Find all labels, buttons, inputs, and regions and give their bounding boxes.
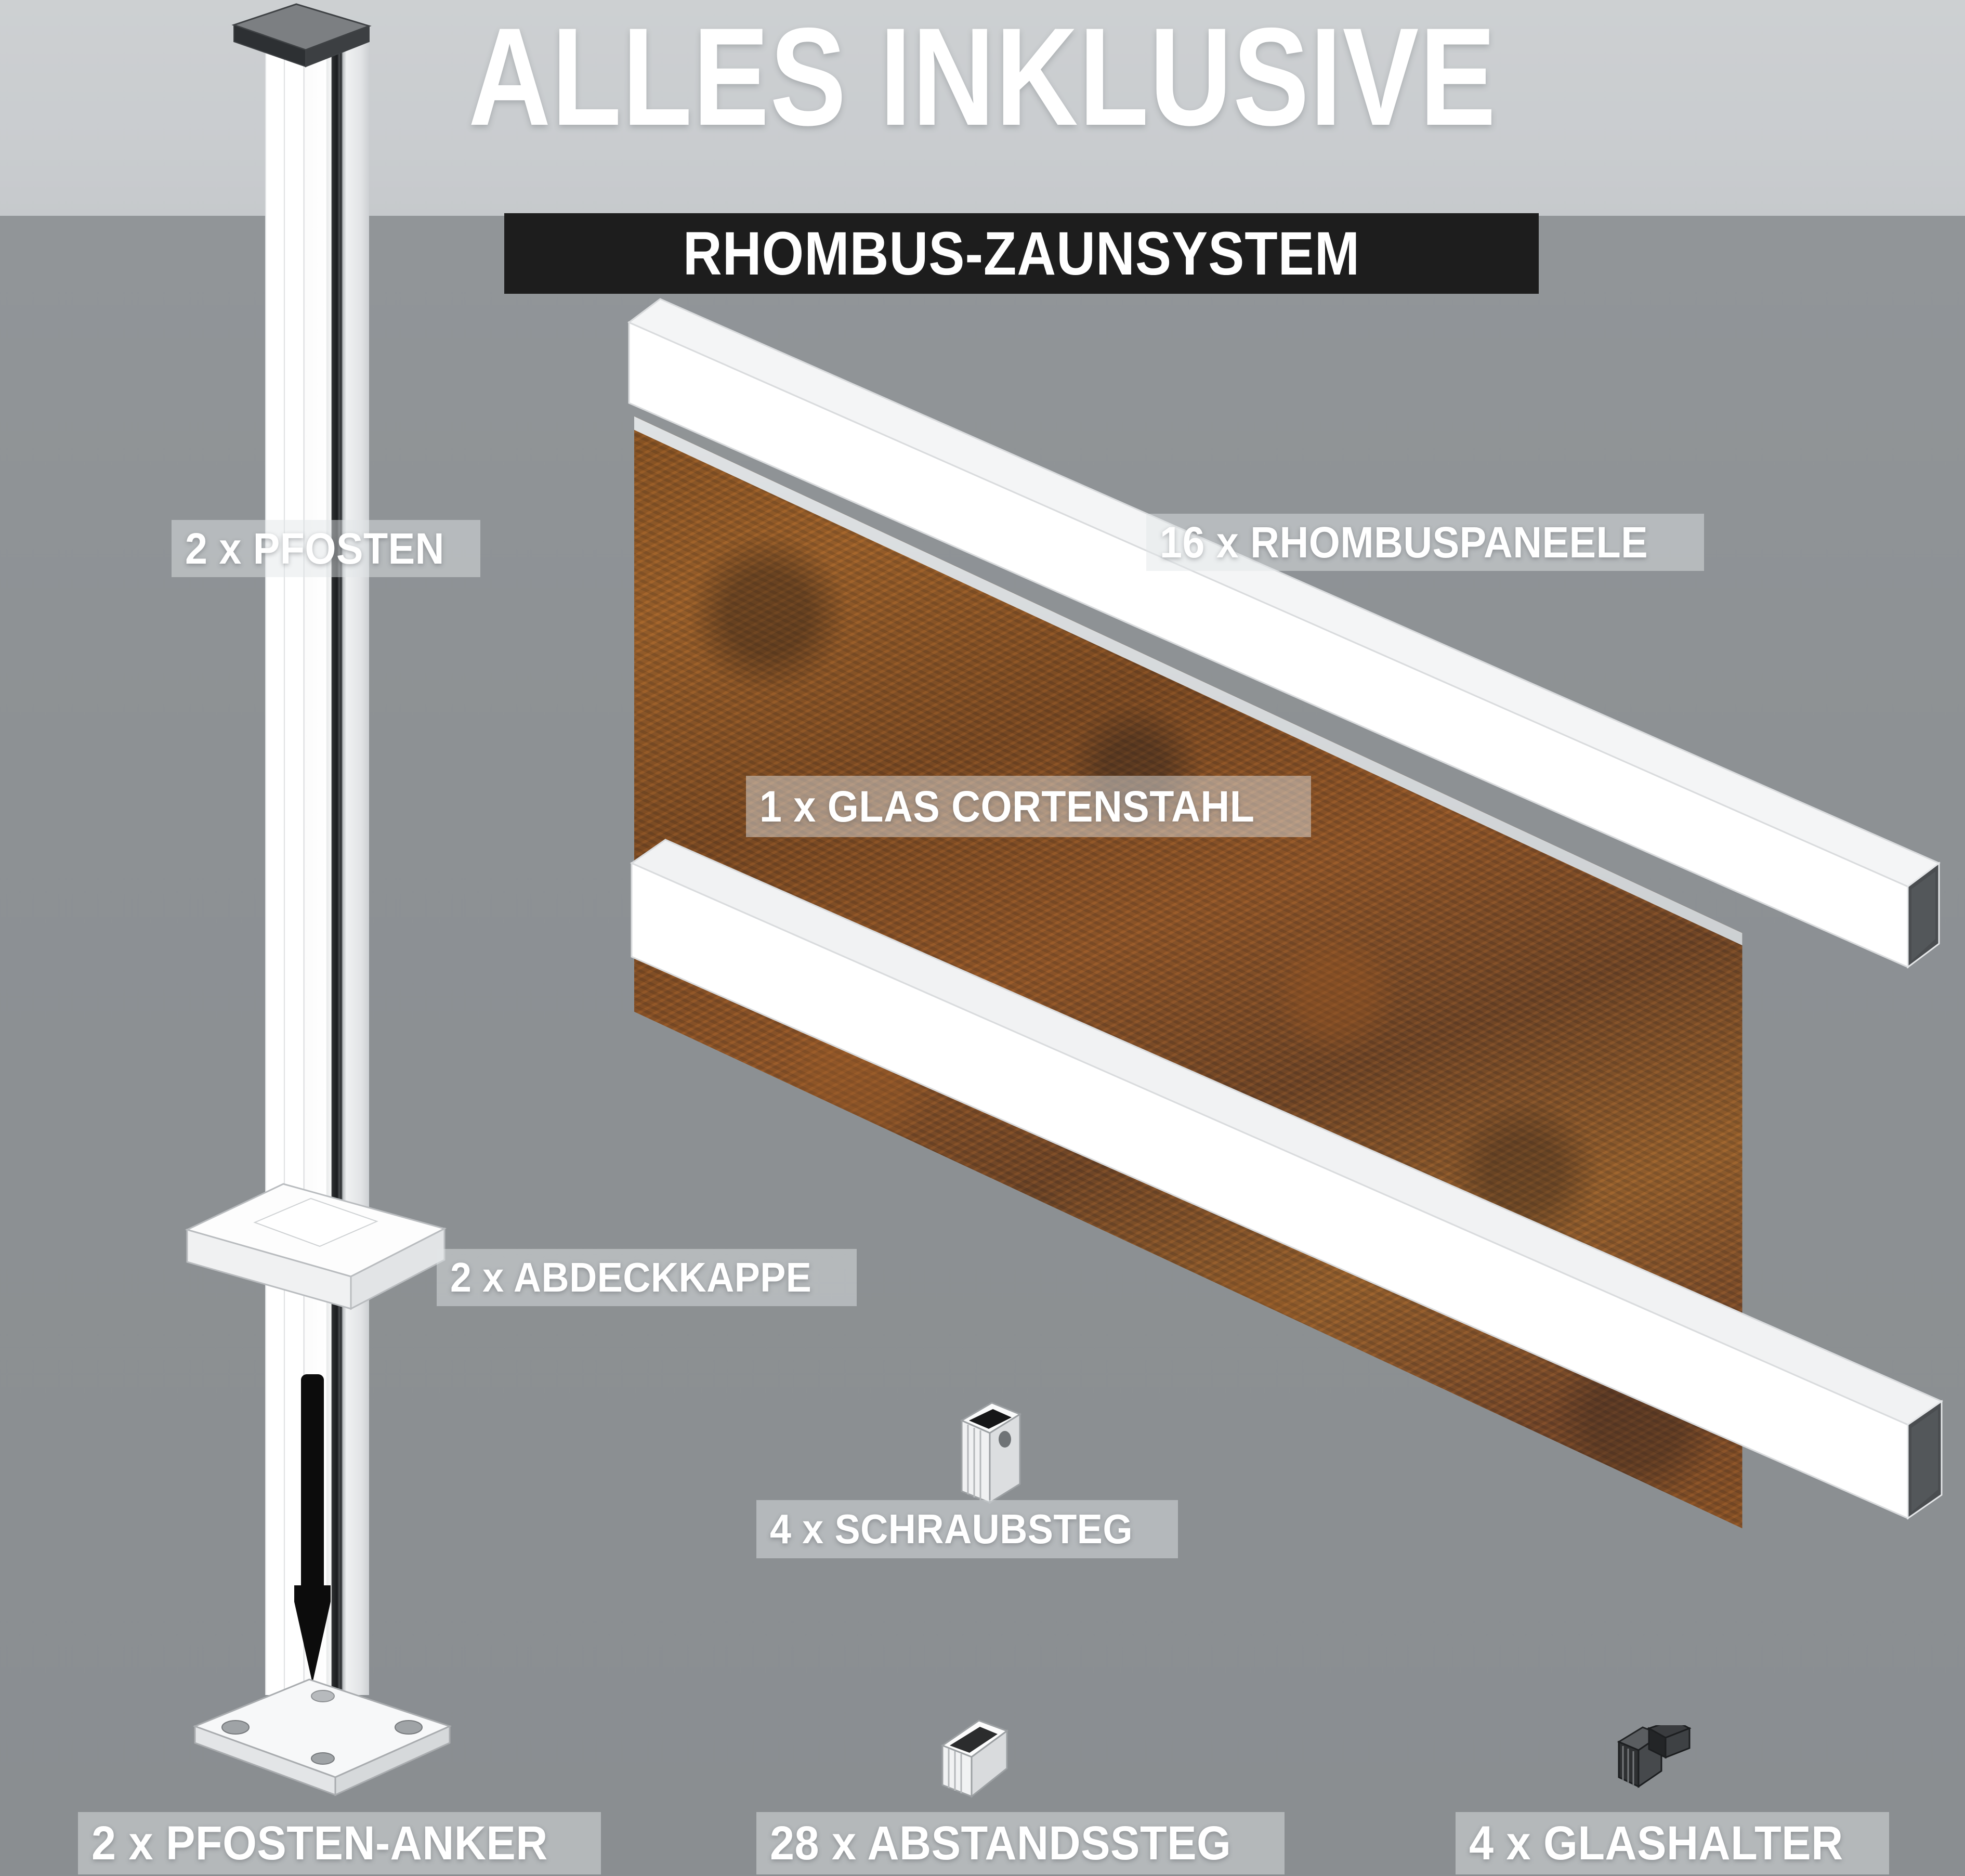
label-glass-text: 1 x GLAS CORTENSTAHL <box>759 781 1255 831</box>
label-post-text: 2 x PFOSTEN <box>185 524 444 573</box>
label-post[interactable]: 2 x PFOSTEN <box>172 520 481 577</box>
anchor-plate-icon <box>192 1678 452 1796</box>
label-spacer-bar[interactable]: 28 x ABSTANDSSTEG <box>756 1812 1285 1874</box>
label-spacer-bar-text: 28 x ABSTANDSSTEG <box>770 1816 1232 1870</box>
bottom-rail-icon <box>630 839 1944 1520</box>
label-panels-text: 16 x RHOMBUSPANEELE <box>1160 517 1648 567</box>
spacer-bar-profile-icon <box>940 1719 1009 1799</box>
glass-holder-profile-icon <box>1617 1725 1692 1788</box>
subtitle-banner: RHOMBUS-ZAUNSYSTEM <box>504 213 1539 294</box>
label-glass[interactable]: 1 x GLAS CORTENSTAHL <box>746 776 1312 837</box>
label-panels[interactable]: 16 x RHOMBUSPANEELE <box>1146 514 1704 571</box>
label-post-anchor[interactable]: 2 x PFOSTEN-ANKER <box>78 1812 601 1874</box>
screw-bar-profile-icon <box>960 1402 1022 1504</box>
top-rail-icon <box>627 298 1941 969</box>
page-title: ALLES INKLUSIVE <box>468 0 1497 154</box>
subtitle-text: RHOMBUS-ZAUNSYSTEM <box>683 219 1360 288</box>
label-screw-bar[interactable]: 4 x SCHRAUBSTEG <box>756 1500 1178 1558</box>
label-glass-holder[interactable]: 4 x GLASHALTER <box>1456 1812 1890 1874</box>
post-cap-icon <box>231 3 372 68</box>
label-cover-cap-text: 2 x ABDECKKAPPE <box>450 1254 812 1300</box>
label-post-anchor-text: 2 x PFOSTEN-ANKER <box>91 1816 548 1870</box>
label-cover-cap[interactable]: 2 x ABDECKKAPPE <box>437 1249 857 1306</box>
label-glass-holder-text: 4 x GLASHALTER <box>1469 1816 1843 1870</box>
label-screw-bar-text: 4 x SCHRAUBSTEG <box>770 1506 1133 1552</box>
down-arrow-icon <box>294 1374 331 1683</box>
cover-cap-icon <box>185 1183 447 1310</box>
